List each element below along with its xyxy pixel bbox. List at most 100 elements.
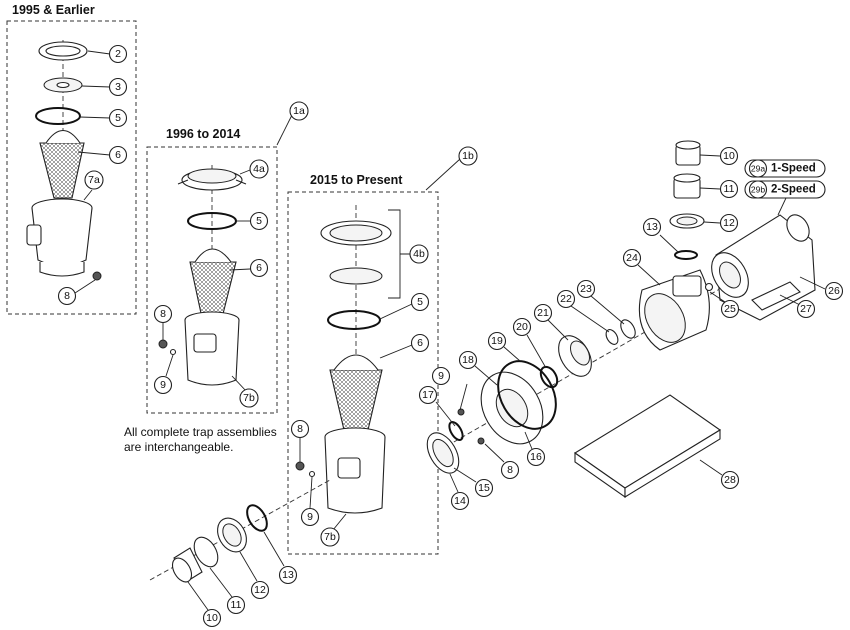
callout-20[interactable] [512, 317, 532, 337]
note-line-1: All complete trap assemblies [124, 425, 277, 439]
speed-tag-29a: 29a [751, 164, 765, 174]
callout-9-pump[interactable] [431, 366, 451, 386]
callout-29b [748, 180, 768, 199]
callout-17[interactable] [418, 385, 438, 405]
callout-21[interactable] [533, 303, 553, 323]
header-1995: 1995 & Earlier [12, 3, 95, 17]
callout-10-top[interactable] [719, 146, 739, 166]
callout-4a[interactable] [249, 159, 269, 179]
callout-7b-2015-label: 7b [324, 531, 336, 543]
callout-14[interactable] [450, 491, 470, 511]
callout-6-1996[interactable] [249, 258, 269, 278]
callout-12-top-label: 12 [723, 217, 735, 229]
callout-10-top-label: 10 [723, 150, 735, 162]
callout-3-label: 3 [115, 81, 121, 93]
speed-label-2: 2-Speed [771, 184, 816, 196]
callout-1a-label: 1a [293, 105, 305, 117]
header-1996: 1996 to 2014 [166, 127, 240, 141]
callout-4b[interactable] [409, 244, 429, 264]
callout-23-label: 23 [580, 283, 592, 295]
callout-8-2015[interactable] [290, 419, 310, 439]
callout-11-top[interactable] [719, 179, 739, 199]
callout-22[interactable] [556, 289, 576, 309]
callout-5-2015[interactable] [410, 292, 430, 312]
callout-1b[interactable] [458, 146, 478, 166]
callout-7a[interactable] [84, 170, 104, 190]
callout-29a [748, 159, 768, 178]
callout-9-2015-label: 9 [307, 511, 313, 523]
callout-16-label: 16 [530, 451, 542, 463]
callout-28[interactable] [720, 470, 740, 490]
callout-15-label: 15 [478, 482, 490, 494]
callout-6-2015[interactable] [410, 333, 430, 353]
group-box-1996 [146, 146, 278, 414]
callout-6-2015-label: 6 [417, 337, 423, 349]
callout-13-top[interactable] [642, 217, 662, 237]
callout-9-1996[interactable] [153, 375, 173, 395]
callout-17-label: 17 [422, 389, 434, 401]
callout-11-lower-label: 11 [231, 599, 242, 611]
group-box-1995 [6, 20, 137, 315]
callout-13-lower-label: 13 [282, 569, 294, 581]
callout-12-lower-label: 12 [254, 584, 266, 596]
callout-6-1995-label: 6 [115, 149, 121, 161]
callout-27-label: 27 [800, 303, 812, 315]
callout-7b-1996[interactable] [239, 388, 259, 408]
note-line-2: are interchangeable. [124, 440, 233, 454]
callout-21-label: 21 [537, 307, 549, 319]
callout-7b-2015[interactable] [320, 527, 340, 547]
callout-12-lower[interactable] [250, 580, 270, 600]
callout-5-1995[interactable] [108, 108, 128, 128]
callout-9-1996-label: 9 [160, 379, 166, 391]
callout-13-lower[interactable] [278, 565, 298, 585]
speed-tag-29b: 29b [751, 185, 765, 195]
callout-8-2015-label: 8 [297, 423, 303, 435]
callout-9-pump-label: 9 [438, 370, 444, 382]
callout-27[interactable] [796, 299, 816, 319]
callout-5-2015-label: 5 [417, 296, 423, 308]
callout-5-1996-label: 5 [256, 215, 262, 227]
group-1996-parts [158, 165, 247, 386]
lower-union-parts [149, 479, 331, 583]
callout-12-top[interactable] [719, 213, 739, 233]
callout-6-1995[interactable] [108, 145, 128, 165]
callout-2-label: 2 [115, 48, 121, 60]
callout-4a-label: 4a [253, 163, 265, 175]
callout-18-label: 18 [462, 354, 474, 366]
callout-22-label: 22 [560, 293, 572, 305]
callout-3[interactable] [108, 77, 128, 97]
header-2015: 2015 to Present [310, 173, 403, 187]
callout-4b-label: 4b [413, 248, 425, 260]
callout-10-lower[interactable] [202, 608, 222, 628]
callout-26-label: 26 [828, 285, 840, 297]
callout-8-pump[interactable] [500, 460, 520, 480]
callout-9-2015[interactable] [300, 507, 320, 527]
speed-label-1: 1-Speed [771, 163, 816, 175]
callout-25[interactable] [720, 299, 740, 319]
group-2015-parts [295, 205, 392, 514]
callout-11-lower[interactable] [226, 595, 246, 615]
callout-1a[interactable] [289, 101, 309, 121]
pump-seal-plate-parts [426, 140, 816, 499]
callout-23[interactable] [576, 279, 596, 299]
callout-15[interactable] [474, 478, 494, 498]
callout-5-1996[interactable] [249, 211, 269, 231]
callout-8-1996-label: 8 [160, 308, 166, 320]
callout-8-1995[interactable] [57, 286, 77, 306]
callout-6-1996-label: 6 [256, 262, 262, 274]
callout-25-label: 25 [724, 303, 736, 315]
callout-16[interactable] [526, 447, 546, 467]
callout-19[interactable] [487, 331, 507, 351]
callout-28-label: 28 [724, 474, 736, 486]
callout-14-label: 14 [454, 495, 466, 507]
callout-24-label: 24 [626, 252, 638, 264]
callout-18[interactable] [458, 350, 478, 370]
callout-2[interactable] [108, 44, 128, 64]
callout-8-1996[interactable] [153, 304, 173, 324]
callout-8-1995-label: 8 [64, 290, 70, 302]
callout-5-1995-label: 5 [115, 112, 121, 124]
callout-26[interactable] [824, 281, 844, 301]
callout-13-top-label: 13 [646, 221, 658, 233]
callout-8-pump-label: 8 [507, 464, 513, 476]
callout-24[interactable] [622, 248, 642, 268]
